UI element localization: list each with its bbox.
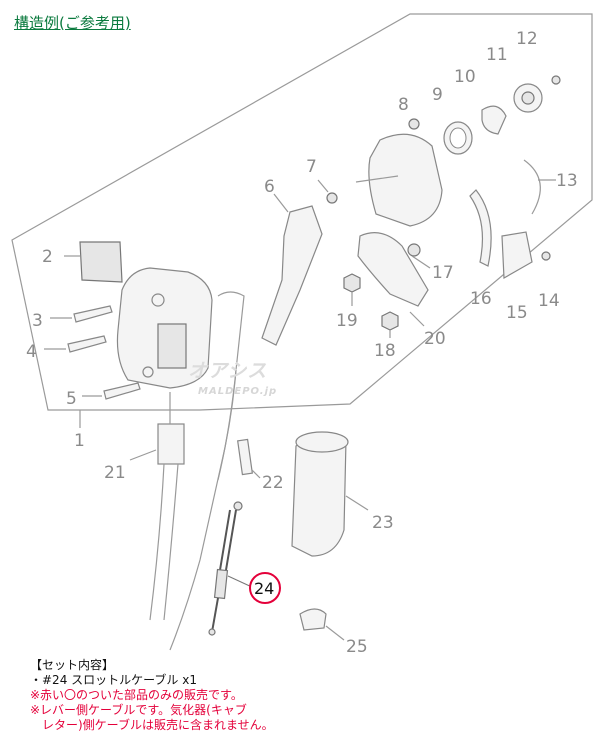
part-21-cable-adjuster [157,423,185,465]
part-16-spring [469,189,492,267]
watermark-brand: オアシス [188,360,268,382]
callout-3: 3 [32,311,43,331]
callout-18: 18 [374,341,396,361]
part-22-pin [237,438,253,476]
notes-red-1: ※赤い〇のついた部品のみの販売です。 [30,688,243,702]
callout-5: 5 [66,389,77,409]
callout-7: 7 [306,157,317,177]
callout-11: 11 [486,45,508,65]
part-20-linkage [357,232,429,307]
part-24-throttle-cable [208,501,255,636]
callout-24: 24 [254,579,274,598]
notes-heading: 【セット内容】 [30,658,115,672]
part-3-screw [73,305,113,323]
callout-8: 8 [398,95,409,115]
callout-15: 15 [506,303,528,323]
part-14-screw [541,251,551,261]
part-4-screw [67,335,107,353]
callout-23: 23 [372,513,394,533]
part-25-clip [299,608,327,631]
highlight-circle-24 [249,572,281,604]
callout-10: 10 [454,67,476,87]
housing-window [157,323,187,369]
callout-14: 14 [538,291,560,311]
part-6-throttle-lever [261,205,323,346]
notes-red-2: ※レバー側ケーブルです。気化器(キャブ [30,703,247,717]
part-13-spring [523,159,541,215]
watermark-site: MALDEPO.jp [198,386,278,397]
callout-19: 19 [336,311,358,331]
part-5-screw [103,382,141,400]
part-17-pin [407,243,421,257]
assembly-outline [11,13,593,411]
part-2-label-plate [79,241,123,283]
notes-red-3: レター)側ケーブルは販売に含まれません。 [30,718,274,732]
part-23-grip [291,434,347,557]
part-12-screw [551,75,561,85]
callout-22: 22 [262,473,284,493]
callout-13: 13 [556,171,578,191]
part-19-nut [343,273,361,293]
callout-20: 20 [424,329,446,349]
set-contents-notes: 【セット内容】 ・#24 スロットルケーブル x1 ※赤い〇のついた部品のみの販… [30,658,274,733]
callout-12: 12 [516,29,538,49]
callout-6: 6 [264,177,275,197]
callout-17: 17 [432,263,454,283]
part-10-plate [481,105,507,135]
diagram-title: 構造例(ご参考用) [14,14,131,32]
part-7-nut [326,192,338,204]
callout-1: 1 [74,431,85,451]
notes-item: ・#24 スロットルケーブル x1 [30,673,197,687]
part-15-trigger [501,231,533,280]
part-8-bracket [368,133,443,227]
callout-25: 25 [346,637,368,657]
callout-9: 9 [432,85,443,105]
callout-16: 16 [470,289,492,309]
callout-4: 4 [26,342,37,362]
part-18-nut [381,311,399,331]
callout-21: 21 [104,463,126,483]
callout-2: 2 [42,247,53,267]
